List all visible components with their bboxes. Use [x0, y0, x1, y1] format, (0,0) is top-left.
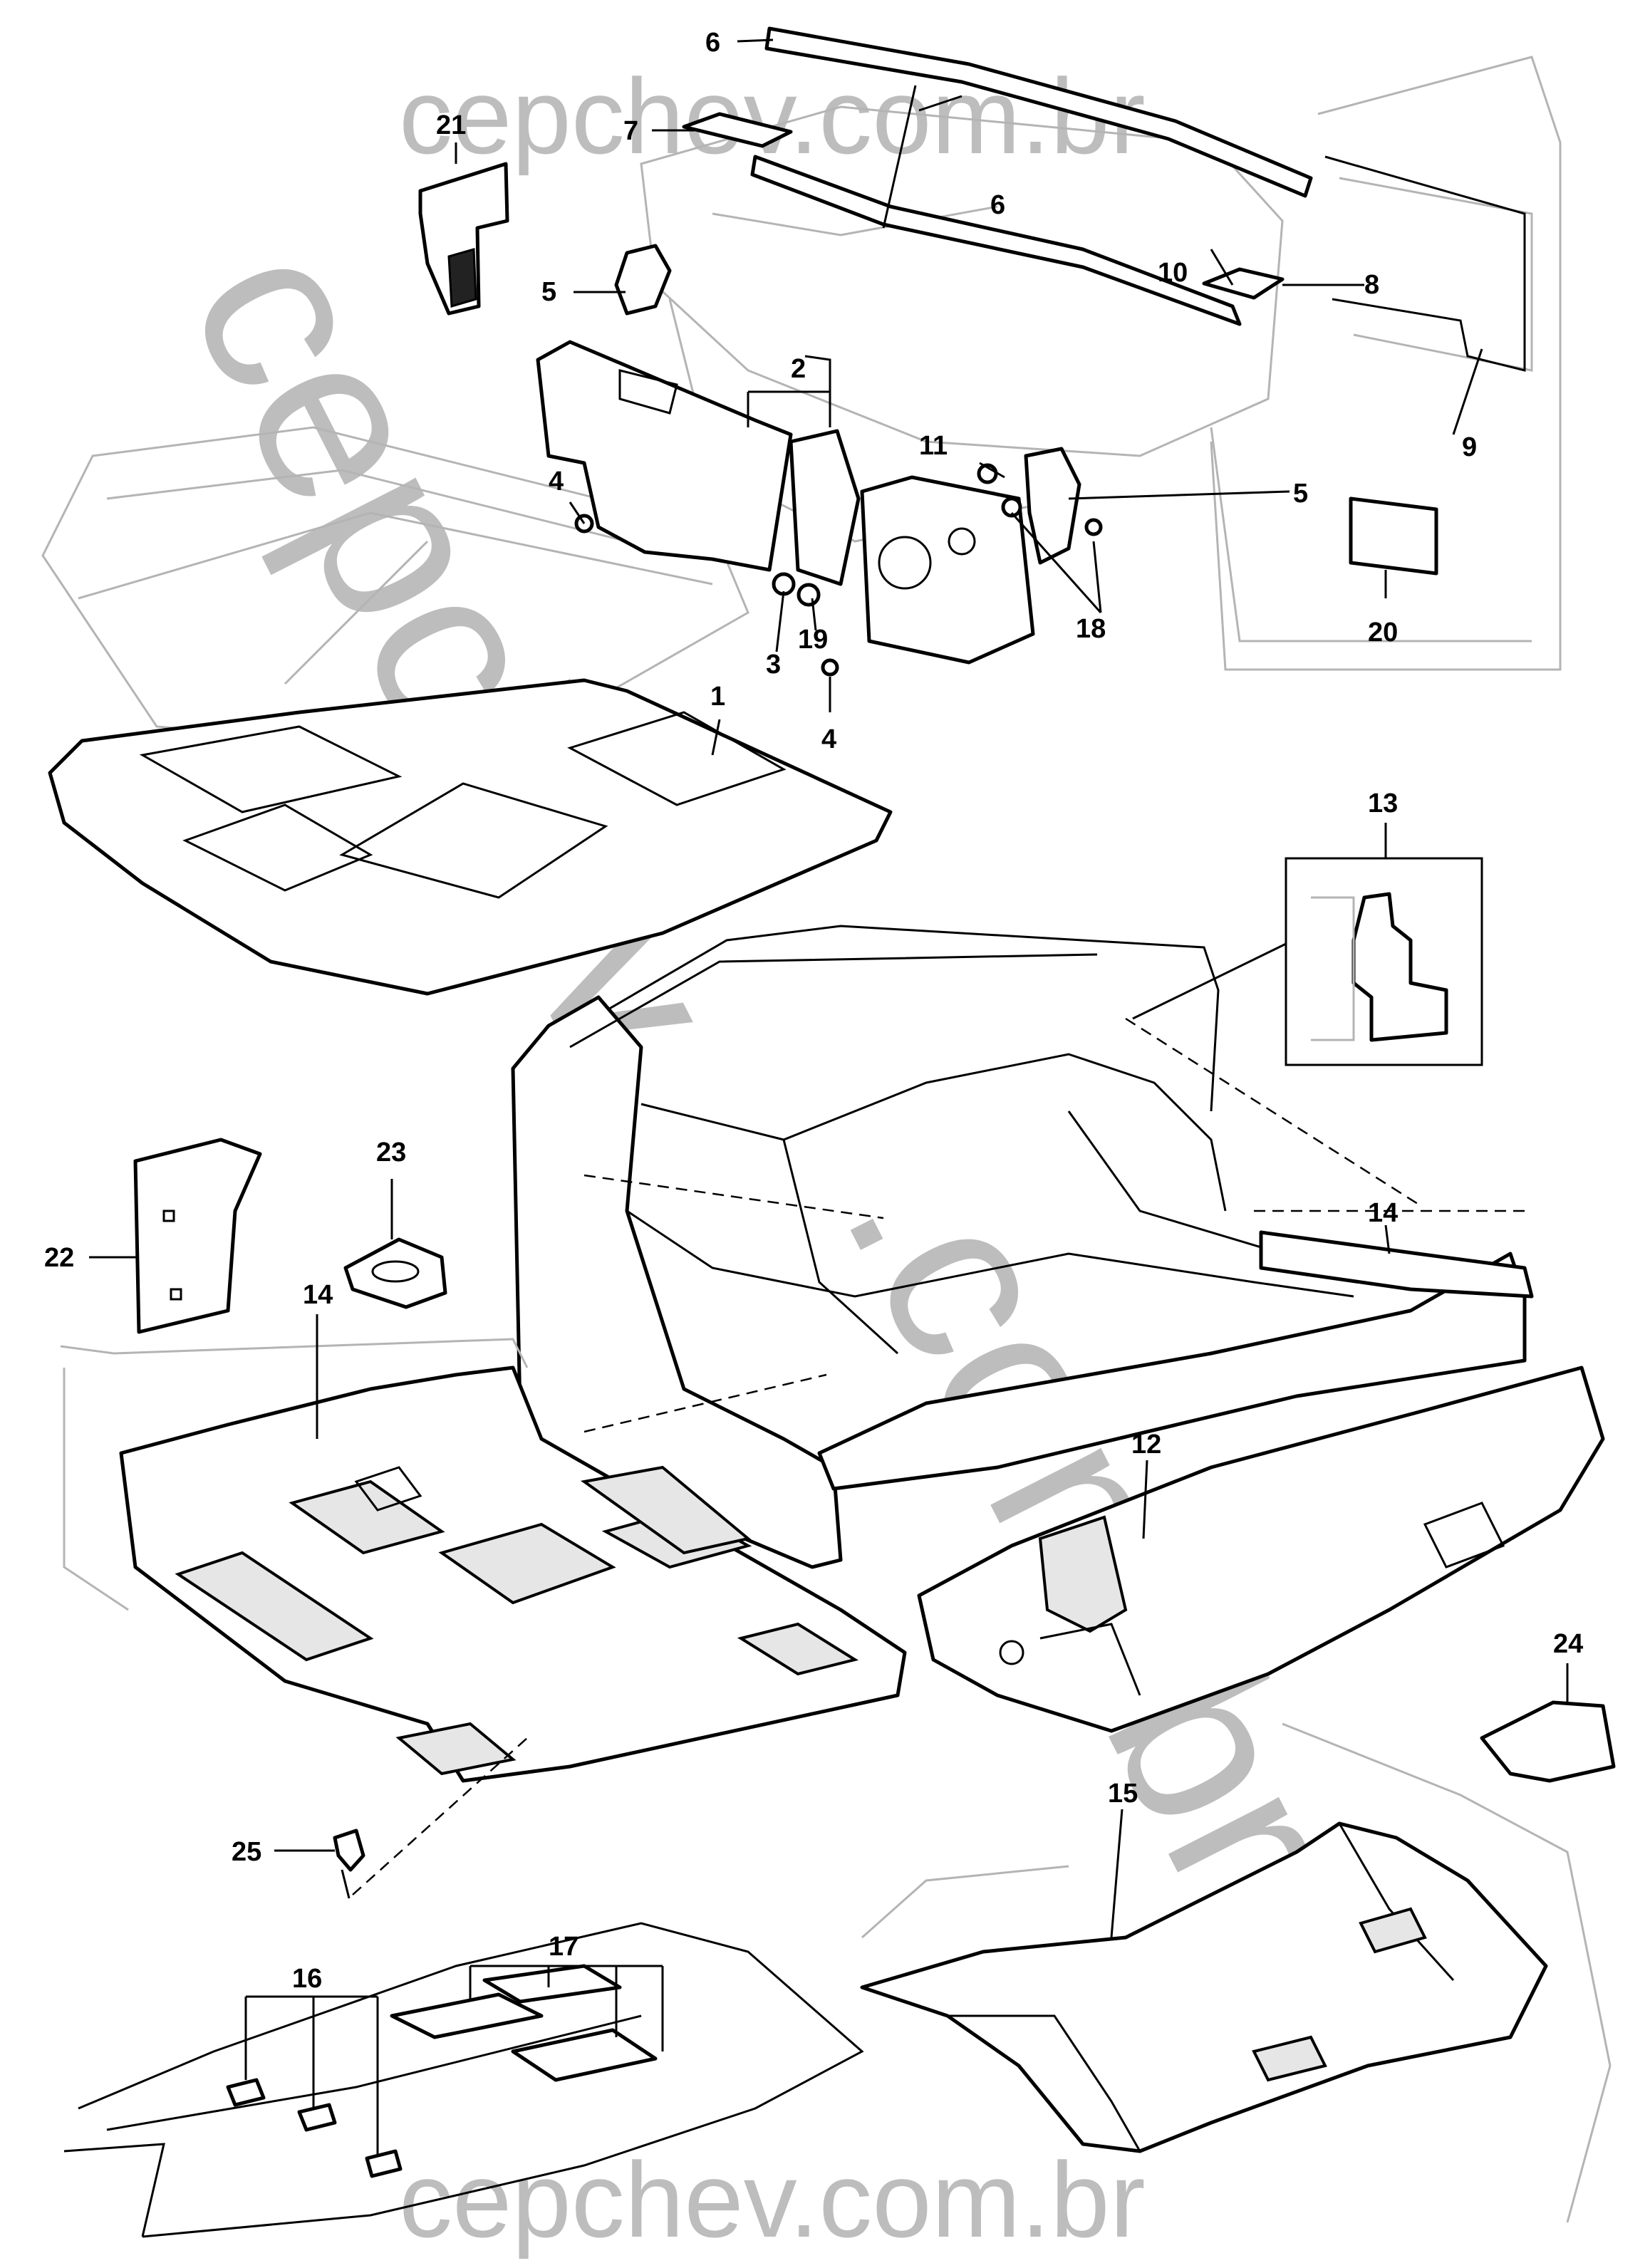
callout-1: 1	[710, 682, 725, 712]
callout-24: 24	[1553, 1629, 1583, 1659]
callout-19: 19	[798, 625, 828, 655]
callout-4-bottom: 4	[821, 724, 836, 754]
cap-part-24	[1480, 1700, 1616, 1783]
callout-5-left: 5	[541, 277, 556, 307]
pads-part-16	[226, 2078, 403, 2178]
trim-part-14-right	[1259, 1230, 1534, 1299]
callout-5-right: 5	[1293, 479, 1308, 509]
panel-part-9	[1324, 155, 1526, 372]
floor-carpet-part-14-left	[60, 1338, 907, 1783]
dash-insulator-part-2	[536, 340, 1035, 665]
callout-25: 25	[232, 1837, 261, 1867]
fasteners-top	[574, 463, 1103, 677]
callout-23: 23	[376, 1138, 406, 1167]
bracket-part-5-left	[614, 244, 672, 316]
pad-part-20	[1349, 496, 1438, 576]
pushpin-part-25	[333, 1737, 528, 1899]
pad-part-8	[1202, 267, 1285, 300]
callout-7: 7	[623, 116, 638, 146]
callout-16: 16	[292, 1964, 322, 1994]
bracket-part-22	[133, 1138, 262, 1334]
callout-14-left: 14	[303, 1280, 333, 1310]
inset-box-part-13	[1285, 857, 1483, 1066]
callout-6-top: 6	[705, 28, 720, 58]
callout-18: 18	[1076, 614, 1106, 644]
callout-6-mid: 6	[990, 190, 1005, 220]
rear-panel-part-12	[917, 1366, 1605, 1733]
callout-13: 13	[1368, 789, 1398, 818]
callout-14-right: 14	[1368, 1198, 1398, 1228]
weatherstrip-part-6	[750, 26, 1313, 326]
pad-part-7	[682, 112, 793, 148]
callout-12: 12	[1131, 1430, 1161, 1460]
callout-3: 3	[766, 650, 781, 680]
callout-21: 21	[436, 110, 466, 140]
callout-22: 22	[44, 1243, 74, 1273]
callout-2: 2	[791, 354, 806, 384]
bracket-part-5-right	[1024, 447, 1081, 565]
watermark-bottom: cepchev.com.br	[399, 2140, 1146, 2259]
roof-pads-part-17	[390, 1964, 658, 2082]
callout-20: 20	[1368, 618, 1398, 647]
callout-10: 10	[1158, 258, 1188, 288]
callout-17: 17	[549, 1932, 578, 1962]
hood-insulator-part-1	[48, 678, 893, 996]
callout-4-top: 4	[549, 467, 564, 496]
callout-9: 9	[1462, 432, 1477, 462]
callout-15: 15	[1108, 1779, 1138, 1809]
cowl-body-outline	[640, 56, 1562, 671]
cargo-liner-part-15	[860, 1722, 1612, 2223]
leader-lines	[89, 38, 1569, 2155]
bracket-part-21	[418, 162, 509, 316]
roof-outline	[63, 1922, 864, 2238]
callouts: 6 7 21 6 5 10 8 2 9 11 5 4 18 20 19 3 1 …	[44, 28, 1583, 1994]
clip-part-23	[343, 1237, 447, 1309]
callout-8: 8	[1364, 270, 1379, 300]
callout-11: 11	[919, 431, 948, 461]
watermark-top: cepchev.com.br	[399, 56, 1146, 176]
